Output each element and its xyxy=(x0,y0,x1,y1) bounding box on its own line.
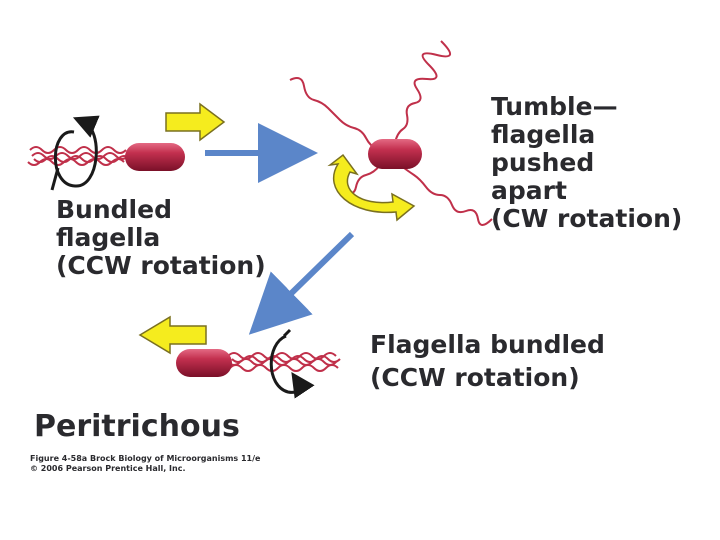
label-line: (CCW rotation) xyxy=(56,251,266,280)
label-line: apart xyxy=(491,176,567,205)
rotation-arrow-tail-bottom xyxy=(282,328,292,338)
rotation-arrow-tail-top xyxy=(50,167,60,191)
bacterium-tumble xyxy=(289,40,493,226)
cell-body-tumble xyxy=(368,139,422,169)
credit-line: © 2006 Pearson Prentice Hall, Inc. xyxy=(30,464,186,473)
label-line: Tumble— xyxy=(491,92,618,121)
label-line: Flagella bundled xyxy=(370,330,605,359)
transition-arrow-to-run xyxy=(248,231,355,335)
label-bundled-flagella: Bundled flagella (CCW rotation) xyxy=(56,197,266,281)
figure-credit: Figure 4-58a Brock Biology of Microorgan… xyxy=(30,454,260,474)
label-line: (CW rotation) xyxy=(491,204,683,233)
flagella-bundle-top xyxy=(27,146,131,166)
bacterium-run-bottom xyxy=(176,328,341,399)
cell-body-bottom xyxy=(176,349,232,377)
label-peritrichous: Peritrichous xyxy=(34,409,240,444)
flagella-bundle-bottom xyxy=(227,352,341,372)
motion-arrow-right xyxy=(165,102,226,142)
motion-arrow-left xyxy=(138,315,207,355)
label-line: (CCW rotation) xyxy=(370,363,580,392)
bacterium-run-top xyxy=(27,115,185,191)
flagella-spread xyxy=(289,40,493,226)
label-line: Bundled xyxy=(56,195,172,224)
label-line: flagella xyxy=(56,223,161,252)
label-tumble: Tumble— flagella pushed apart (CW rotati… xyxy=(491,94,682,234)
label-line: flagella xyxy=(491,120,596,149)
label-flagella-bundled: Flagella bundled (CCW rotation) xyxy=(370,332,605,398)
cell-body-top xyxy=(125,143,185,171)
credit-line: Figure 4-58a Brock Biology of Microorgan… xyxy=(30,454,261,463)
rotation-arrow-cw-tumble xyxy=(327,153,416,222)
label-line: pushed xyxy=(491,148,595,177)
rotation-arrow-ccw-bottom xyxy=(269,334,315,399)
rotation-arrow-ccw-top xyxy=(53,115,100,188)
